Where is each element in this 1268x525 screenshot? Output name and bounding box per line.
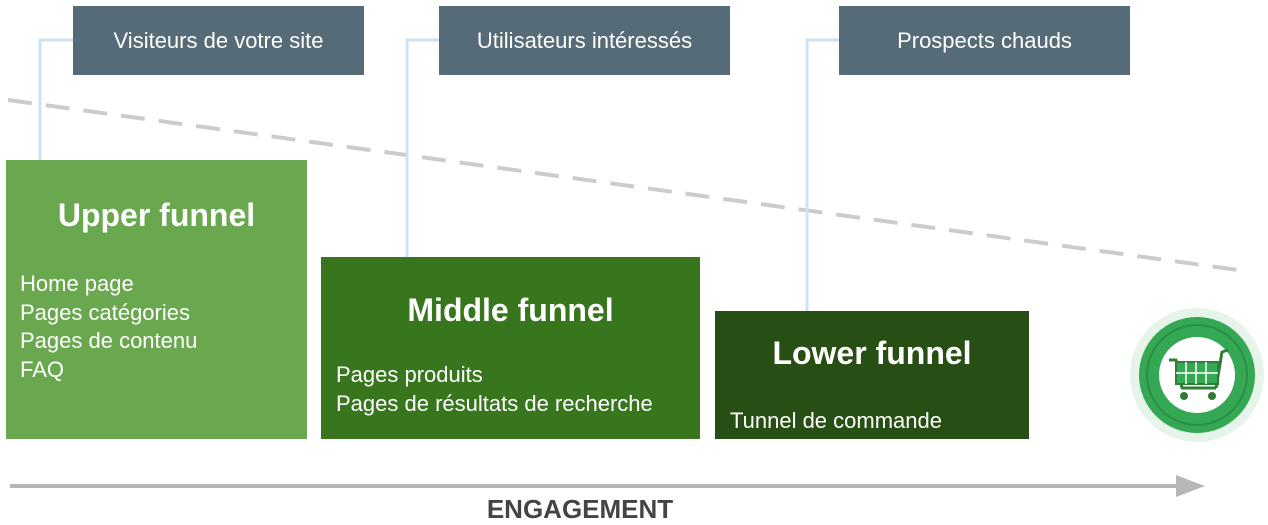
page-item: Pages catégories	[20, 299, 190, 325]
stage-lower-funnel: Lower funnel Tunnel de commande	[715, 311, 1029, 439]
audience-label-text: Utilisateurs intéressés	[476, 27, 693, 53]
audience-label-prospects: Prospects chauds	[839, 6, 1130, 75]
page-item: Pages de résultats de recherche	[336, 390, 653, 416]
connector-upper	[38, 38, 73, 160]
stage-middle-funnel: Middle funnel Pages produits Pages de ré…	[321, 257, 700, 439]
stage-title: Upper funnel	[57, 197, 256, 233]
page-item: Home page	[20, 271, 134, 296]
audience-label-text: Visiteurs de votre site	[113, 27, 324, 53]
stage-page-list: Tunnel de commande	[730, 407, 942, 436]
stage-title: Middle funnel	[407, 292, 614, 328]
audience-label-text: Prospects chauds	[897, 27, 1072, 53]
page-item: Pages de contenu	[20, 328, 198, 353]
trend-dashed-line	[7, 98, 1239, 272]
connector-lower	[805, 38, 840, 311]
stage-title: Lower funnel	[772, 335, 972, 371]
stage-page-list: Home page Pages catégories Pages de cont…	[20, 270, 197, 384]
connector-middle	[405, 38, 440, 257]
page-item: Pages produits	[336, 362, 483, 387]
stage-page-list: Pages produits Pages de résultats de rec…	[336, 361, 653, 418]
audience-label-interested: Utilisateurs intéressés	[439, 6, 730, 75]
stage-upper-funnel: Upper funnel Home page Pages catégories …	[6, 160, 307, 439]
page-item: Tunnel de commande	[730, 408, 942, 433]
engagement-arrowhead	[1176, 475, 1205, 497]
engagement-axis-label: ENGAGEMENT	[486, 494, 674, 524]
page-item: FAQ	[20, 356, 65, 382]
audience-label-visitors: Visiteurs de votre site	[73, 6, 364, 75]
